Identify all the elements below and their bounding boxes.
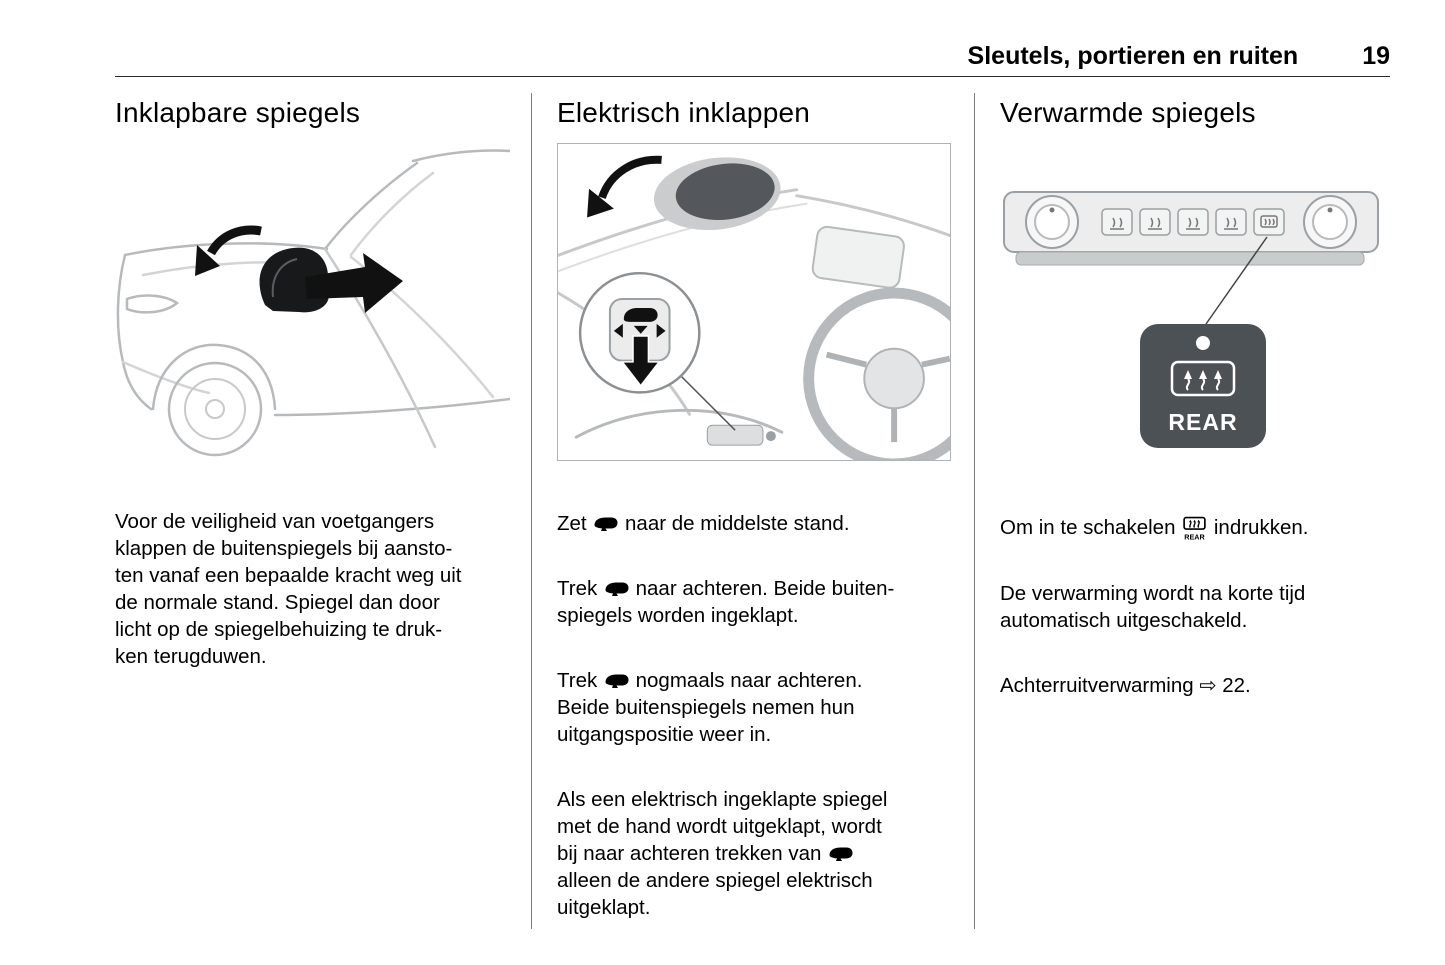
adjust-left-icon — [613, 323, 623, 338]
text-segment: alleen de andere spiegel elektrisch uitg… — [557, 869, 873, 919]
text-segment: Trek — [557, 577, 603, 600]
panel-buttons — [1101, 208, 1285, 236]
temperature-knob-left — [1025, 195, 1079, 249]
indicator-dot — [1196, 336, 1210, 350]
front-wheel — [167, 361, 263, 457]
paragraph: Om in te schakelen REAR indrukken. — [1000, 514, 1402, 542]
fan-knob-right — [1303, 195, 1357, 249]
mirror-switch-callout — [578, 271, 701, 394]
section-heading-inklapbare-spiegels: Inklapbare spiegels — [115, 97, 361, 128]
callout-pointer-line — [1205, 236, 1268, 325]
rear-defrost-button: REAR — [1140, 324, 1266, 448]
paragraph: Trek naar achteren. Beide buiten- spiege… — [557, 575, 969, 629]
svg-text:REAR: REAR — [1184, 532, 1205, 541]
power-mirror-icon — [829, 847, 853, 861]
text-segment: naar de middelste stand. — [619, 512, 850, 535]
column-divider-left — [531, 93, 532, 929]
page-header: Sleutels, portieren en ruiten 19 — [115, 42, 1390, 71]
header-rule — [115, 76, 1390, 77]
fold-arrow-icon — [587, 155, 662, 218]
text-segment: nogmaals naar achteren. Beide buitenspie… — [557, 669, 863, 746]
car-front-line-art — [116, 149, 510, 457]
right-body-text: Om in te schakelen REAR indrukken. De ve… — [1000, 487, 1402, 737]
text-segment: Als een elektrisch ingeklapte spiegel me… — [557, 788, 888, 865]
section-heading-verwarmde-spiegels: Verwarmde spiegels — [1000, 97, 1256, 128]
door-panel-line-art — [558, 155, 950, 460]
paragraph: Als een elektrisch ingeklapte spiegel me… — [557, 786, 969, 921]
power-mirror-icon — [605, 582, 629, 596]
mirror-switch-illustration — [557, 143, 951, 461]
callout-pointer-line — [678, 374, 736, 431]
pull-back-arrow-icon — [620, 335, 661, 387]
fold-arrow-icon — [195, 225, 262, 276]
adjust-right-icon — [656, 323, 666, 338]
mirror-select-icon — [623, 307, 658, 322]
car-folding-mirror-illustration — [113, 147, 510, 465]
column-divider-right — [974, 93, 975, 929]
exterior-mirror — [653, 157, 781, 231]
heated-mirror-illustration: REAR — [1000, 178, 1390, 473]
text-segment: Om in te schakelen — [1000, 516, 1182, 539]
climate-panel-line-art: REAR — [1003, 191, 1379, 448]
heated-rear-window-icon — [1170, 360, 1236, 397]
text-segment: indrukken. — [1208, 516, 1309, 539]
page-number: 19 — [1362, 42, 1390, 70]
paragraph: Trek nogmaals naar achteren. Beide buite… — [557, 667, 969, 748]
steering-wheel — [803, 287, 950, 460]
left-body-text: Voor de veiligheid van voetgangers klapp… — [115, 509, 462, 668]
section-heading-elektrisch-inklappen: Elektrisch inklappen — [557, 97, 811, 128]
text-segment: Trek — [557, 669, 603, 692]
paragraph-with-reference: Achterruitverwarming ⇨ 22. — [1000, 674, 1251, 697]
door-window-switches — [706, 424, 764, 446]
paragraph: Zet naar de middelste stand. — [557, 510, 969, 537]
paragraph: De verwarming wordt na korte tijd automa… — [1000, 582, 1306, 632]
unfold-arrow-icon — [305, 253, 403, 313]
heated-rear-window-icon: REAR — [1183, 516, 1206, 541]
rear-button-label: REAR — [1168, 409, 1237, 435]
power-mirror-icon — [605, 674, 629, 688]
power-mirror-icon — [594, 517, 618, 531]
middle-body-text: Zet naar de middelste stand. Trek naar a… — [557, 483, 969, 959]
text-segment: Zet — [557, 512, 593, 535]
chapter-title: Sleutels, portieren en ruiten — [967, 42, 1299, 70]
text-segment: naar achteren. Beide buiten- spiegels wo… — [557, 577, 895, 627]
